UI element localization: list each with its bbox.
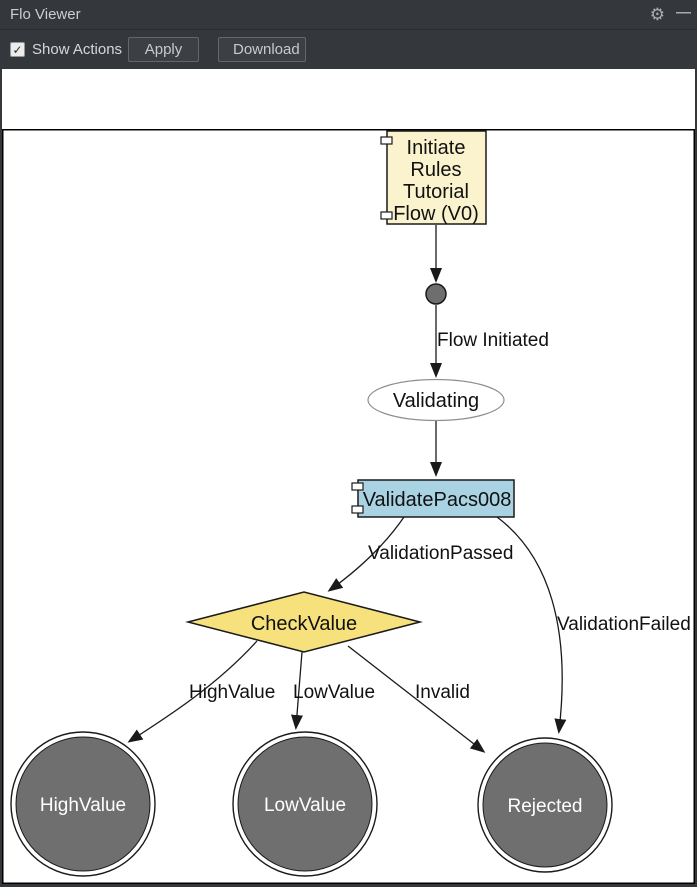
download-button[interactable]: Download <box>218 37 306 62</box>
node-low-value: LowValue <box>232 731 378 877</box>
port-icon <box>351 482 364 491</box>
node-rejected-label: Rejected <box>508 796 583 817</box>
title-bar: Flo Viewer ⚙ — <box>0 0 697 30</box>
node-validating-label: Validating <box>393 390 479 412</box>
viewer-panel: Flow Initiated ValidationPassed Validati… <box>2 69 695 884</box>
node-validate-pacs008-label: ValidatePacs008 <box>363 489 512 511</box>
edge-label-invalid: Invalid <box>415 682 470 703</box>
node-validating: Validating <box>367 378 505 422</box>
port-icon <box>380 211 393 220</box>
show-actions-checkbox[interactable]: ✓ <box>10 42 25 57</box>
edge-validation-passed <box>327 516 405 592</box>
node-start: Initiate Rules Tutorial Flow (V0) <box>380 130 487 225</box>
port-icon <box>351 505 364 514</box>
port-icon <box>380 136 393 145</box>
edge-validation-failed <box>496 516 567 734</box>
node-start-line4: Flow (V0) <box>393 203 479 225</box>
edge-label-validation-passed: ValidationPassed <box>368 543 513 564</box>
node-start-line1: Initiate <box>407 137 466 159</box>
toolbar: ✓ Show Actions Apply Download <box>0 30 697 69</box>
edges <box>127 225 567 753</box>
apply-button[interactable]: Apply <box>128 37 199 62</box>
edge-high-value <box>127 640 258 743</box>
show-actions-label: Show Actions <box>32 41 123 58</box>
node-high-value: HighValue <box>10 731 156 877</box>
node-high-value-label: HighValue <box>40 795 126 816</box>
node-start-line3: Tutorial <box>403 181 469 203</box>
gear-icon[interactable]: ⚙ <box>649 5 665 25</box>
window-title: Flo Viewer <box>10 6 81 23</box>
flow-diagram: Flow Initiated ValidationPassed Validati… <box>2 129 695 884</box>
node-check-value-label: CheckValue <box>251 613 357 635</box>
edge-low-value <box>291 651 303 730</box>
node-rejected: Rejected <box>477 737 613 873</box>
node-initial-state <box>425 283 447 305</box>
node-validate-pacs008: ValidatePacs008 <box>351 479 515 518</box>
node-check-value: CheckValue <box>185 591 423 653</box>
check-icon: ✓ <box>12 42 23 57</box>
edge-label-flow-initiated: Flow Initiated <box>437 330 549 351</box>
node-low-value-label: LowValue <box>264 795 346 816</box>
edge-label-high-value: HighValue <box>189 682 275 703</box>
edge-label-validation-failed: ValidationFailed <box>557 614 691 635</box>
node-start-line2: Rules <box>410 159 461 181</box>
minimize-icon[interactable]: — <box>676 4 691 21</box>
edge-invalid <box>347 645 486 753</box>
edge-label-low-value: LowValue <box>293 682 375 703</box>
show-actions-toggle[interactable]: ✓ Show Actions <box>10 30 122 69</box>
